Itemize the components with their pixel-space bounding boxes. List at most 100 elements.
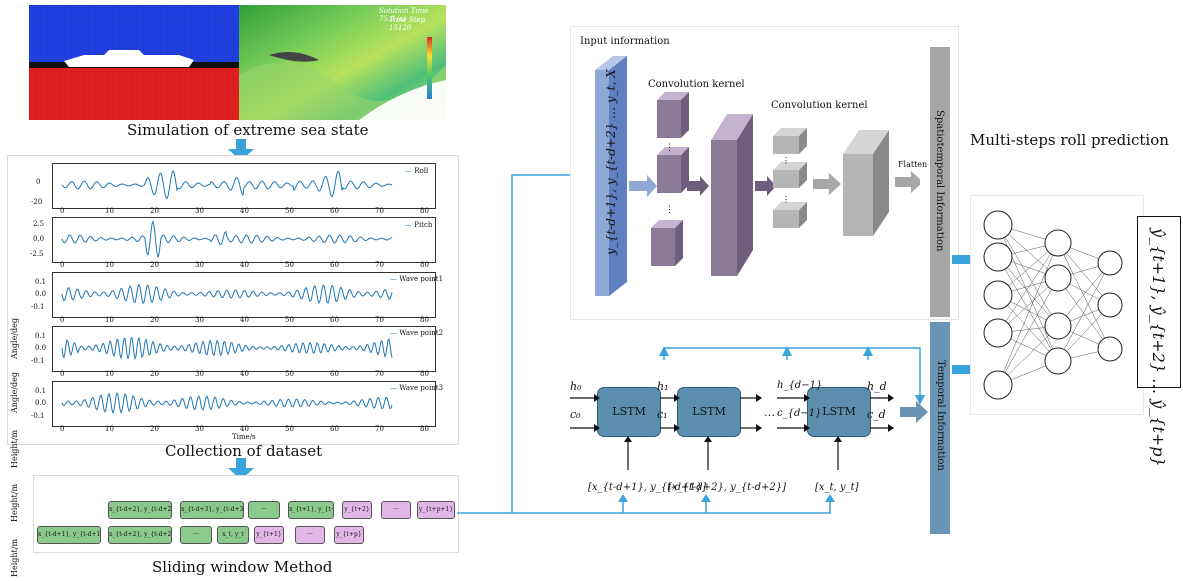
legend-wave3: — Wave point3 xyxy=(390,384,444,392)
wave3-series-line xyxy=(61,391,393,415)
xtick: 70 xyxy=(375,207,384,215)
ytick: 0 xyxy=(36,178,41,186)
ytick: 0.1 xyxy=(35,278,47,286)
xtick: 80 xyxy=(420,370,429,378)
output-title: Multi-steps roll prediction xyxy=(970,131,1169,149)
lstm-cell-3: LSTM xyxy=(807,387,871,437)
simulation-image: Solution Time 75.6 (s) Time Step 15120 xyxy=(29,5,446,120)
xtick: 40 xyxy=(240,425,249,433)
sliding-caption: Sliding window Method xyxy=(152,558,333,576)
hd-label: h_d xyxy=(867,380,887,393)
xtick: 0 xyxy=(60,207,65,215)
neuron-node xyxy=(983,370,1013,400)
xtick: 40 xyxy=(240,207,249,215)
neuron-node xyxy=(1044,229,1072,257)
lstm-cell-2: LSTM xyxy=(677,387,741,437)
dataset-caption: Collection of dataset xyxy=(165,442,323,460)
svg-text:⋮: ⋮ xyxy=(782,156,790,165)
xtick: 80 xyxy=(420,207,429,215)
ytick: 0.0 xyxy=(35,344,47,352)
neuron-node xyxy=(1097,336,1123,362)
ytick: 0.1 xyxy=(35,387,47,395)
xtick: 10 xyxy=(105,425,114,433)
neuron-node xyxy=(1044,347,1072,375)
plot-wave1 xyxy=(52,272,436,318)
neuron-node xyxy=(983,318,1013,348)
xtick: 0 xyxy=(60,261,65,269)
ytick: 2.5 xyxy=(33,220,45,228)
window-cell: x_{t-d+2}, y_{t-d+2} xyxy=(108,501,172,519)
neuron-node xyxy=(1044,264,1072,292)
xtick: 20 xyxy=(150,316,159,324)
xtick: 20 xyxy=(150,425,159,433)
xtick: 20 xyxy=(150,261,159,269)
xtick: 30 xyxy=(195,425,204,433)
ytick: -20 xyxy=(31,198,43,206)
xtick: 0 xyxy=(60,316,65,324)
xtick: 50 xyxy=(285,370,294,378)
h1-label: h₁ xyxy=(657,380,669,393)
temporal-label: Temporal Information xyxy=(935,360,946,471)
neuron-node xyxy=(1044,312,1072,340)
window-cell: x_{t-d+2}, y_{t-d+2} xyxy=(108,526,172,544)
hd-minus-1-label: h_{d−1} xyxy=(777,380,823,391)
xtick: 50 xyxy=(285,316,294,324)
ytick: 0.0 xyxy=(35,399,47,407)
window-cell: x_{t-d+1}, y_{t-d+1} xyxy=(37,526,101,544)
xtick: 60 xyxy=(330,207,339,215)
xtick: 60 xyxy=(330,425,339,433)
ytick: -0.1 xyxy=(31,303,45,311)
time-step-label: Time Step 15120 xyxy=(389,16,426,32)
xtick: 20 xyxy=(150,207,159,215)
legend-wave2: — Wave point2 xyxy=(390,329,444,337)
lstm-arrows xyxy=(570,394,928,470)
prediction-label: ŷ_{t+1}, ŷ_{t+2} … ŷ_{t+p} xyxy=(1149,228,1168,467)
xtick: 80 xyxy=(420,261,429,269)
simulation-render xyxy=(29,5,446,120)
xtick: 30 xyxy=(195,261,204,269)
xtick: 50 xyxy=(285,425,294,433)
xtick: 60 xyxy=(330,261,339,269)
xtick: 50 xyxy=(285,207,294,215)
pitch-series-line xyxy=(61,220,393,259)
c1-label: c₁ xyxy=(657,408,668,421)
xtick: 10 xyxy=(105,207,114,215)
xtick: 10 xyxy=(105,370,114,378)
time-series-lines xyxy=(61,170,393,415)
xtick: 50 xyxy=(285,261,294,269)
ellipsis-label: … xyxy=(764,406,775,419)
window-target-cell: ··· xyxy=(381,501,411,519)
wave1-series-line xyxy=(61,283,393,305)
neuron-node xyxy=(983,280,1013,310)
simulation-caption: Simulation of extreme sea state xyxy=(127,121,369,139)
spatiotemporal-label: Spatiotemporal Information xyxy=(934,110,945,252)
ytick: 0.1 xyxy=(35,332,47,340)
legend-roll: — Roll xyxy=(405,167,429,175)
input-1-label: [x_{t-d+1}, y_{t-d+1}] xyxy=(588,482,706,493)
xtick: 60 xyxy=(330,370,339,378)
cd-minus-1-label: c_{d−1} xyxy=(777,408,822,419)
window-cell: ··· xyxy=(180,526,212,544)
xtick: 30 xyxy=(195,370,204,378)
xtick: 0 xyxy=(60,370,65,378)
wave2-series-line xyxy=(61,336,393,361)
ytick: -0.1 xyxy=(31,412,45,420)
ytick: 0.0 xyxy=(33,235,45,243)
xtick: 70 xyxy=(375,261,384,269)
legend-wave1: — Wave point1 xyxy=(390,275,444,283)
c0-label: c₀ xyxy=(570,408,581,421)
window-target-cell: y_{t+p+1} xyxy=(417,501,455,519)
cnn-panel xyxy=(570,26,959,320)
xtick: 70 xyxy=(375,316,384,324)
input-2-label: [x_{t-d+2}, y_{t-d+2}] xyxy=(668,482,786,493)
neuron-node xyxy=(1097,250,1123,276)
xtick: 10 xyxy=(105,261,114,269)
window-cell: ··· xyxy=(248,501,280,519)
convolution-kernel-label-1: Convolution kernel xyxy=(648,79,745,90)
input-vector-label: y_{t-d+1}, y_{t-d+2} … y_t, X xyxy=(604,69,618,255)
xtick: 60 xyxy=(330,316,339,324)
cnn-architecture: ⋮ ⋮ ⋮ ⋮ xyxy=(595,56,920,296)
xtick: 80 xyxy=(420,425,429,433)
legend-pitch: — Pitch xyxy=(405,221,433,229)
window-target-cell: y_{t+1} xyxy=(254,526,284,544)
